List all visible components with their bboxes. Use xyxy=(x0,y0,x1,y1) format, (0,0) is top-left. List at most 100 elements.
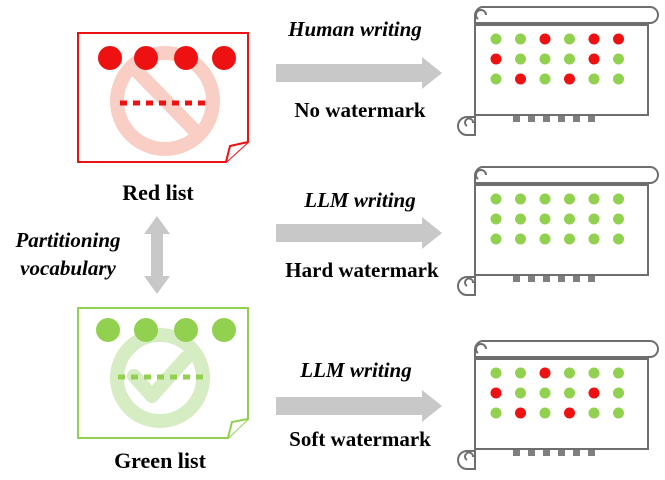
row-3-ellipsis xyxy=(513,450,595,456)
green-token xyxy=(515,193,526,205)
green-token xyxy=(613,53,624,65)
row-1-arrow xyxy=(276,57,442,89)
row-3-token-grid xyxy=(490,367,624,419)
green-token xyxy=(613,73,624,85)
green-token xyxy=(490,193,502,205)
ellipsis-square xyxy=(543,116,550,122)
green-token xyxy=(515,213,526,225)
ellipsis-square xyxy=(513,276,520,282)
partition-label-line1: Partitioning xyxy=(14,228,120,252)
green-token xyxy=(515,33,526,45)
green-token xyxy=(588,367,600,379)
ellipsis-square xyxy=(513,450,520,456)
green-token xyxy=(613,233,624,245)
ellipsis-square xyxy=(558,276,565,282)
ellipsis-square xyxy=(558,116,565,122)
ellipsis-square xyxy=(543,450,550,456)
green-token xyxy=(613,367,624,379)
row-2-ellipsis xyxy=(513,276,595,282)
green-token xyxy=(539,53,551,65)
scroll-1-paper xyxy=(457,6,659,136)
green-token xyxy=(539,233,551,245)
green-token xyxy=(564,233,575,245)
row-3-writer-label: LLM writing xyxy=(299,358,411,382)
red-token xyxy=(539,33,551,45)
scroll-3-paper xyxy=(457,340,659,470)
green-token xyxy=(588,233,600,245)
red-list-label: Red list xyxy=(122,180,194,205)
red-token xyxy=(613,33,624,45)
green-token xyxy=(490,407,502,419)
green-token xyxy=(515,53,526,65)
green-token xyxy=(564,387,575,399)
green-list-label: Green list xyxy=(114,448,207,473)
ellipsis-square xyxy=(528,450,535,456)
green-token xyxy=(490,213,502,225)
red-token xyxy=(490,53,502,65)
red-token xyxy=(588,53,600,65)
scroll-2-paper xyxy=(457,166,659,296)
ellipsis-square xyxy=(588,276,595,282)
green-token xyxy=(539,387,551,399)
ellipsis-square xyxy=(528,276,535,282)
red-token-row xyxy=(98,46,236,70)
green-token xyxy=(490,233,502,245)
green-token xyxy=(588,193,600,205)
row-3-arrow xyxy=(276,390,442,422)
row-3-result-label: Soft watermark xyxy=(289,427,431,451)
row-1-writer-label: Human writing xyxy=(287,17,422,41)
red-list-card xyxy=(77,32,249,163)
green-token xyxy=(490,33,502,45)
green-token xyxy=(490,73,502,85)
row-2-result-label: Hard watermark xyxy=(285,258,439,282)
ellipsis-square xyxy=(588,116,595,122)
green-token xyxy=(515,233,526,245)
red-token xyxy=(564,407,575,419)
green-token xyxy=(588,213,600,225)
row-1-ellipsis xyxy=(513,116,595,122)
green-token xyxy=(515,387,526,399)
row-3-scroll xyxy=(457,340,659,470)
green-token xyxy=(588,407,600,419)
green-token xyxy=(515,367,526,379)
red-token xyxy=(564,73,575,85)
green-token xyxy=(539,213,551,225)
ellipsis-square xyxy=(573,116,580,122)
row-2-scroll xyxy=(457,166,659,296)
row-1-scroll xyxy=(457,6,659,136)
green-token xyxy=(613,213,624,225)
red-token xyxy=(588,387,600,399)
red-token xyxy=(539,367,551,379)
partition-double-arrow xyxy=(144,216,170,294)
ellipsis-square xyxy=(573,450,580,456)
red-token xyxy=(515,407,526,419)
green-list-card xyxy=(77,307,249,439)
green-token xyxy=(564,53,575,65)
green-token xyxy=(490,367,502,379)
ellipsis-square xyxy=(528,116,535,122)
row-1-result-label: No watermark xyxy=(294,98,426,122)
ellipsis-square xyxy=(573,276,580,282)
green-token xyxy=(564,193,575,205)
partition-label-line2: vocabulary xyxy=(20,256,116,280)
green-token xyxy=(564,367,575,379)
row-2-token-grid xyxy=(490,193,624,245)
red-token xyxy=(515,73,526,85)
green-token xyxy=(539,407,551,419)
row-2-arrow xyxy=(276,217,442,249)
green-token xyxy=(588,73,600,85)
ellipsis-square xyxy=(513,116,520,122)
row-1-token-grid xyxy=(490,33,624,85)
green-token-row xyxy=(96,318,236,342)
green-token xyxy=(613,387,624,399)
green-token xyxy=(564,33,575,45)
ellipsis-square xyxy=(588,450,595,456)
ellipsis-square xyxy=(543,276,550,282)
green-token xyxy=(613,407,624,419)
green-token xyxy=(613,193,624,205)
green-token xyxy=(539,73,551,85)
ellipsis-square xyxy=(558,450,565,456)
red-token xyxy=(588,33,600,45)
row-2-writer-label: LLM writing xyxy=(303,188,415,212)
red-token xyxy=(490,387,502,399)
